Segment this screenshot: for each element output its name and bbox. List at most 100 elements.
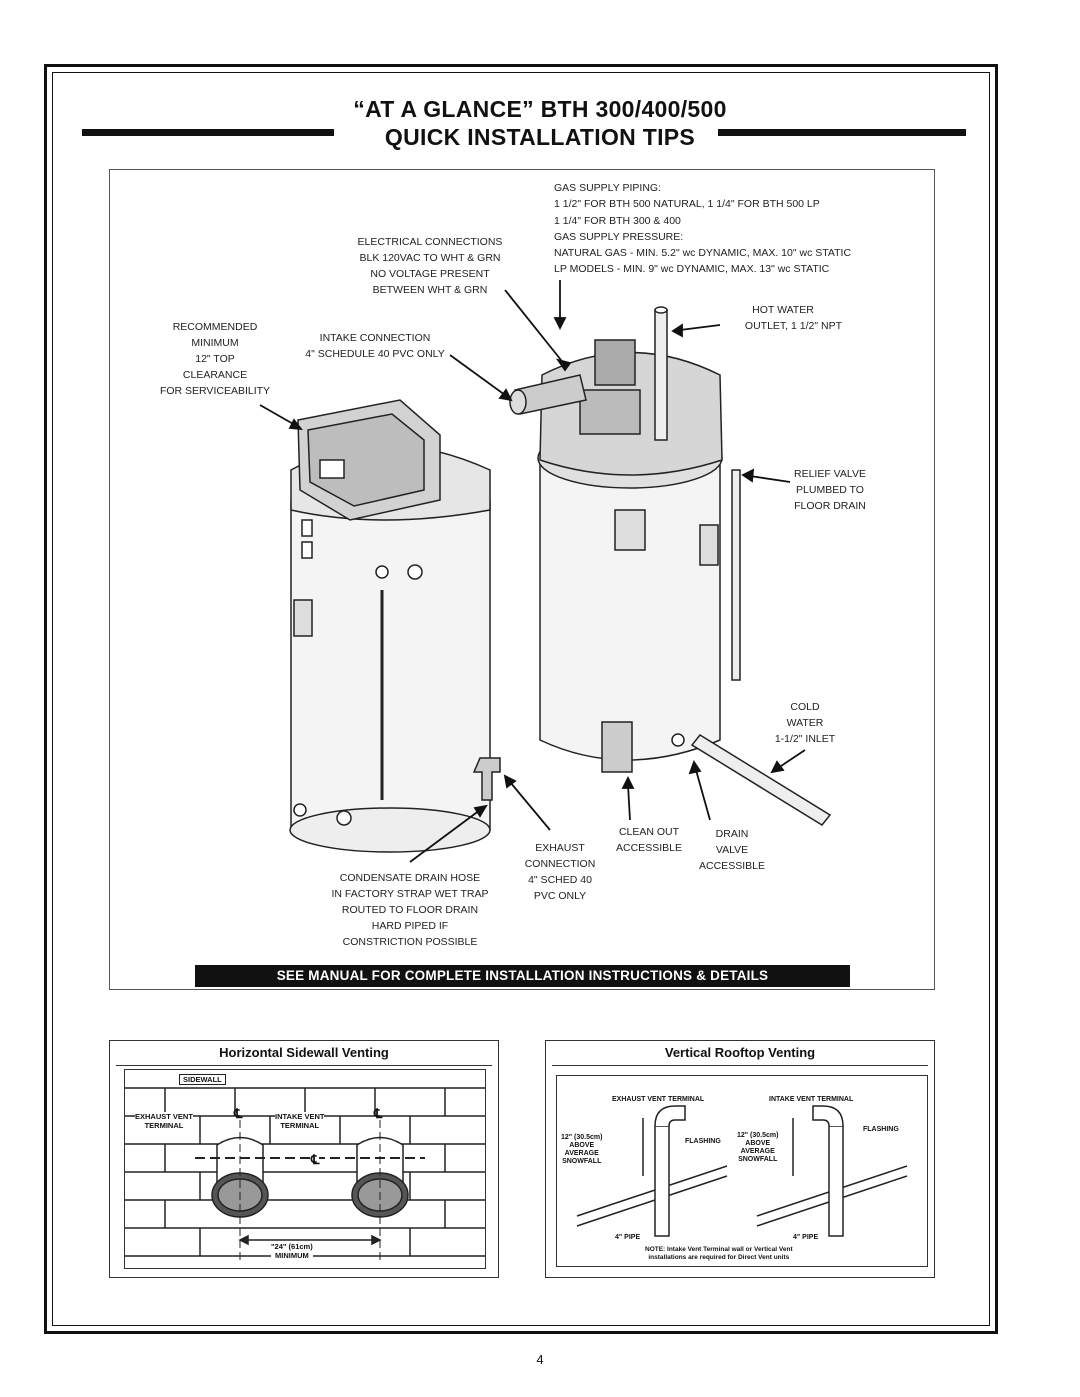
- clearance-line-1: RECOMMENDED: [172, 321, 258, 333]
- electrical-line-4: BETWEEN WHT & GRN: [372, 284, 488, 296]
- manual-banner: SEE MANUAL FOR COMPLETE INSTALLATION INS…: [195, 965, 850, 987]
- clean-out-line-1: CLEAN OUT: [618, 826, 680, 838]
- clearance-line-5: FOR SERVICEABILITY: [159, 385, 271, 397]
- sidewall-label: SIDEWALL: [179, 1074, 226, 1085]
- snow-left-line-3: AVERAGE: [564, 1150, 599, 1157]
- condensate-line-2: IN FACTORY STRAP WET TRAP: [331, 888, 489, 900]
- flashing-label-right: FLASHING: [863, 1126, 899, 1133]
- water-heater-illustration: [259, 280, 832, 863]
- snow-left-line-1: 12" (30.5cm): [561, 1134, 603, 1141]
- snow-left-line-2: ABOVE: [569, 1142, 595, 1149]
- gas-supply-line-5: NATURAL GAS - MIN. 5.2" wc DYNAMIC, MAX.…: [554, 247, 852, 260]
- title-rule-right: [718, 129, 966, 136]
- brick-wall-illustration: [125, 1087, 485, 1260]
- snow-right-line-1: 12" (30.5cm): [737, 1132, 779, 1139]
- sidewall-venting-panel: Horizontal Sidewall Venting: [109, 1040, 499, 1278]
- inner-border: [52, 72, 990, 1326]
- drain-line-3: ACCESSIBLE: [699, 860, 765, 872]
- exhaust-vent-terminal-label: EXHAUST VENT TERMINAL: [135, 1112, 193, 1130]
- clean-out-label: CLEAN OUT ACCESSIBLE: [604, 824, 694, 856]
- snow-left-line-4: SNOWFALL: [562, 1158, 602, 1165]
- gas-supply-line-3: 1 1/4" FOR BTH 300 & 400: [554, 214, 681, 227]
- electrical-line-2: BLK 120VAC TO WHT & GRN: [359, 252, 501, 264]
- gas-supply-line-1: GAS SUPPLY PIPING:: [554, 182, 661, 194]
- sidewall-title: Horizontal Sidewall Venting: [219, 1045, 389, 1060]
- drain-line-1: DRAIN: [715, 828, 749, 840]
- snow-right-line-2: ABOVE: [745, 1140, 771, 1147]
- pipe-label-left: 4" PIPE: [615, 1234, 641, 1241]
- rooftop-drawing: EXHAUST VENT TERMINAL INTAKE VENT TERMIN…: [556, 1075, 928, 1267]
- condensate-line-1: CONDENSATE DRAIN HOSE: [339, 872, 481, 884]
- hot-water-line-2: OUTLET, 1 1/2" NPT: [744, 320, 842, 332]
- cold-water-label: COLD WATER 1-1/2" INLET: [760, 699, 850, 747]
- title-rule-left: [82, 129, 334, 136]
- snowfall-label-left: 12" (30.5cm) ABOVE AVERAGE SNOWFALL: [561, 1134, 602, 1166]
- electrical-label: ELECTRICAL CONNECTIONS BLK 120VAC TO WHT…: [335, 234, 525, 298]
- page-number: 4: [536, 1352, 544, 1367]
- intake-terminal-line-2: TERMINAL: [280, 1121, 320, 1130]
- exhaust-terminal-line-2: TERMINAL: [144, 1121, 184, 1130]
- intake-label: INTAKE CONNECTION 4" SCHEDULE 40 PVC ONL…: [290, 330, 460, 362]
- clearance-line-4: CLEARANCE: [182, 369, 248, 381]
- relief-line-3: FLOOR DRAIN: [794, 500, 866, 512]
- condensate-label: CONDENSATE DRAIN HOSE IN FACTORY STRAP W…: [320, 870, 500, 950]
- relief-line-1: RELIEF VALVE: [794, 468, 866, 480]
- exhaust-line-3: 4" SCHED 40: [528, 874, 592, 886]
- condensate-line-3: ROUTED TO FLOOR DRAIN: [341, 904, 479, 916]
- pipe-label-right: 4" PIPE: [793, 1234, 819, 1241]
- note-line-1: NOTE: Intake Vent Terminal wall or Verti…: [645, 1246, 793, 1253]
- centerline-mark-1: ℄: [234, 1106, 243, 1121]
- rooftop-title-rule: [552, 1065, 928, 1066]
- electrical-line-1: ELECTRICAL CONNECTIONS: [357, 236, 503, 248]
- exhaust-terminal-line-1: EXHAUST VENT: [135, 1112, 193, 1121]
- intake-vent-terminal-label: INTAKE VENT TERMINAL: [769, 1096, 854, 1103]
- relief-line-2: PLUMBED TO: [796, 484, 864, 496]
- clean-out-line-2: ACCESSIBLE: [616, 842, 682, 854]
- exhaust-line-4: PVC ONLY: [533, 890, 587, 902]
- spacing-label: "24" (61cm) MINIMUM: [271, 1242, 313, 1260]
- note-line-2: installations are required for Direct Ve…: [648, 1254, 790, 1261]
- snow-right-line-4: SNOWFALL: [738, 1156, 778, 1163]
- clearance-label: RECOMMENDED MINIMUM 12" TOP CLEARANCE FO…: [145, 319, 285, 399]
- outer-border: [44, 64, 998, 1334]
- hot-water-line-1: HOT WATER: [752, 304, 814, 316]
- electrical-line-3: NO VOLTAGE PRESENT: [370, 268, 490, 280]
- drain-valve-label: DRAIN VALVE ACCESSIBLE: [687, 826, 777, 874]
- gas-supply-line-6: LP MODELS - MIN. 9" wc DYNAMIC, MAX. 13"…: [554, 263, 830, 276]
- cold-line-2: WATER: [786, 717, 824, 729]
- condensate-line-5: CONSTRICTION POSSIBLE: [342, 936, 478, 948]
- exhaust-line-2: CONNECTION: [524, 858, 596, 870]
- gas-supply-line-4: GAS SUPPLY PRESSURE:: [554, 230, 684, 243]
- installation-diagram: GAS SUPPLY PIPING: 1 1/2" FOR BTH 500 NA…: [109, 169, 935, 990]
- gas-supply-label: GAS SUPPLY PIPING: 1 1/2" FOR BTH 500 NA…: [554, 180, 851, 278]
- page-title: “AT A GLANCE” BTH 300/400/500: [353, 96, 727, 122]
- clearance-line-3: 12" TOP: [195, 353, 235, 365]
- cold-line-1: COLD: [790, 701, 820, 713]
- intake-line-2: 4" SCHEDULE 40 PVC ONLY: [305, 348, 445, 360]
- page-subtitle: QUICK INSTALLATION TIPS: [384, 124, 696, 150]
- hot-water-label: HOT WATER OUTLET, 1 1/2" NPT: [724, 302, 842, 334]
- intake-line-1: INTAKE CONNECTION: [319, 332, 431, 344]
- centerline-mark-2: ℄: [374, 1106, 383, 1121]
- roof-illustration: [576, 1105, 908, 1237]
- spacing-line-1: "24" (61cm): [271, 1242, 313, 1251]
- cold-line-3: 1-1/2" INLET: [774, 733, 836, 745]
- rooftop-note: NOTE: Intake Vent Terminal wall or Verti…: [645, 1246, 793, 1262]
- exhaust-line-1: EXHAUST: [535, 842, 585, 854]
- flashing-label-left: FLASHING: [685, 1138, 721, 1145]
- rooftop-title: Vertical Rooftop Venting: [664, 1045, 816, 1060]
- gas-supply-line-2: 1 1/2" FOR BTH 500 NATURAL, 1 1/4" FOR B…: [554, 198, 820, 211]
- exhaust-label: EXHAUST CONNECTION 4" SCHED 40 PVC ONLY: [514, 840, 606, 904]
- snow-right-line-3: AVERAGE: [740, 1148, 775, 1155]
- centerline-mark-3: ℄: [311, 1152, 320, 1168]
- condensate-line-4: HARD PIPED IF: [371, 920, 449, 932]
- drain-line-2: VALVE: [715, 844, 749, 856]
- clearance-line-2: MINIMUM: [191, 337, 239, 349]
- rooftop-venting-panel: Vertical Rooftop Venting EXHAUST VENT TE: [545, 1040, 935, 1278]
- sidewall-drawing: SIDEWALL EXHAUST VENT TERMINAL INTAKE VE…: [124, 1069, 486, 1269]
- snowfall-label-right: 12" (30.5cm) ABOVE AVERAGE SNOWFALL: [737, 1132, 778, 1164]
- intake-terminal-line-1: INTAKE VENT: [275, 1112, 325, 1121]
- sidewall-title-rule: [116, 1065, 492, 1066]
- intake-vent-terminal-label: INTAKE VENT TERMINAL: [275, 1112, 325, 1130]
- relief-valve-label: RELIEF VALVE PLUMBED TO FLOOR DRAIN: [780, 466, 880, 514]
